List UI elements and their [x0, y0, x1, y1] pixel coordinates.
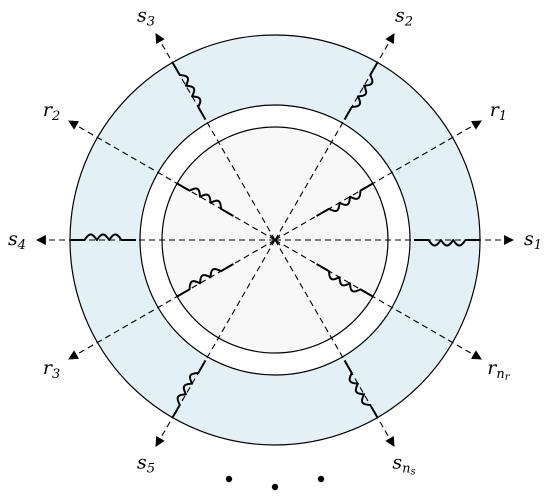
- axis-label-subscript: 1: [534, 238, 542, 253]
- axis-label-s2: s2: [395, 5, 413, 30]
- ellipsis-dot: [271, 483, 279, 491]
- center-cross-mark: [269, 234, 281, 246]
- stator-coil-s2: [343, 61, 379, 121]
- axis-label-base: s: [137, 5, 147, 27]
- axis-label-r1: r1: [490, 99, 507, 124]
- axis-label-subscript: n: [496, 367, 504, 382]
- axis-label-subscript: n: [402, 461, 410, 476]
- axis-label-base: s: [392, 451, 402, 473]
- axis-label-base: r: [43, 357, 54, 379]
- ellipsis-dot: [225, 475, 233, 483]
- axis-label-subscript: 2: [51, 109, 60, 124]
- axis-label-r2: r2: [43, 99, 60, 124]
- axis-label-subscript: 4: [17, 238, 26, 253]
- axis-label-base: s: [395, 5, 405, 27]
- ellipsis-dots: [225, 475, 325, 491]
- axis-label-subscript: 3: [147, 14, 155, 29]
- axis-label-rnr: rnr: [487, 357, 510, 383]
- axis-label-subscript: 2: [404, 14, 413, 29]
- axis-label-r3: r3: [43, 357, 60, 382]
- rotor-coil-r2: [176, 182, 234, 217]
- stator-coil-s5: [171, 359, 207, 419]
- axis-label-base: s: [524, 228, 534, 250]
- rotor-coil-r1: [316, 182, 374, 217]
- axis-label-s5: s5: [137, 451, 155, 476]
- axis-label-base: r: [490, 99, 501, 121]
- coils-layer: [70, 61, 480, 419]
- axis-label-base: s: [8, 228, 18, 250]
- stator-coil-s3: [171, 61, 207, 121]
- axis-label-base: s: [137, 451, 147, 473]
- rotor-coil-rnr: [316, 263, 374, 298]
- axis-label-s4: s4: [8, 228, 26, 253]
- axis-label-subscript: 3: [52, 367, 60, 382]
- axis-label-sns: sns: [392, 451, 415, 477]
- axis-label-s1: s1: [524, 228, 542, 253]
- ellipsis-dot: [317, 475, 325, 483]
- stator-coil-s4: [70, 233, 136, 241]
- axis-label-sub-subscript: r: [505, 372, 511, 383]
- axis-label-subscript: 5: [147, 461, 155, 476]
- stator-coil-s1: [414, 239, 480, 247]
- axis-label-base: r: [43, 99, 54, 121]
- stator-coil-sns: [343, 359, 379, 419]
- axis-label-subscript: 1: [499, 109, 507, 124]
- axis-label-s3: s3: [137, 5, 155, 30]
- rotor-coil-r3: [176, 263, 234, 298]
- axis-label-sub-subscript: s: [411, 466, 416, 477]
- axis-label-base: r: [487, 357, 498, 379]
